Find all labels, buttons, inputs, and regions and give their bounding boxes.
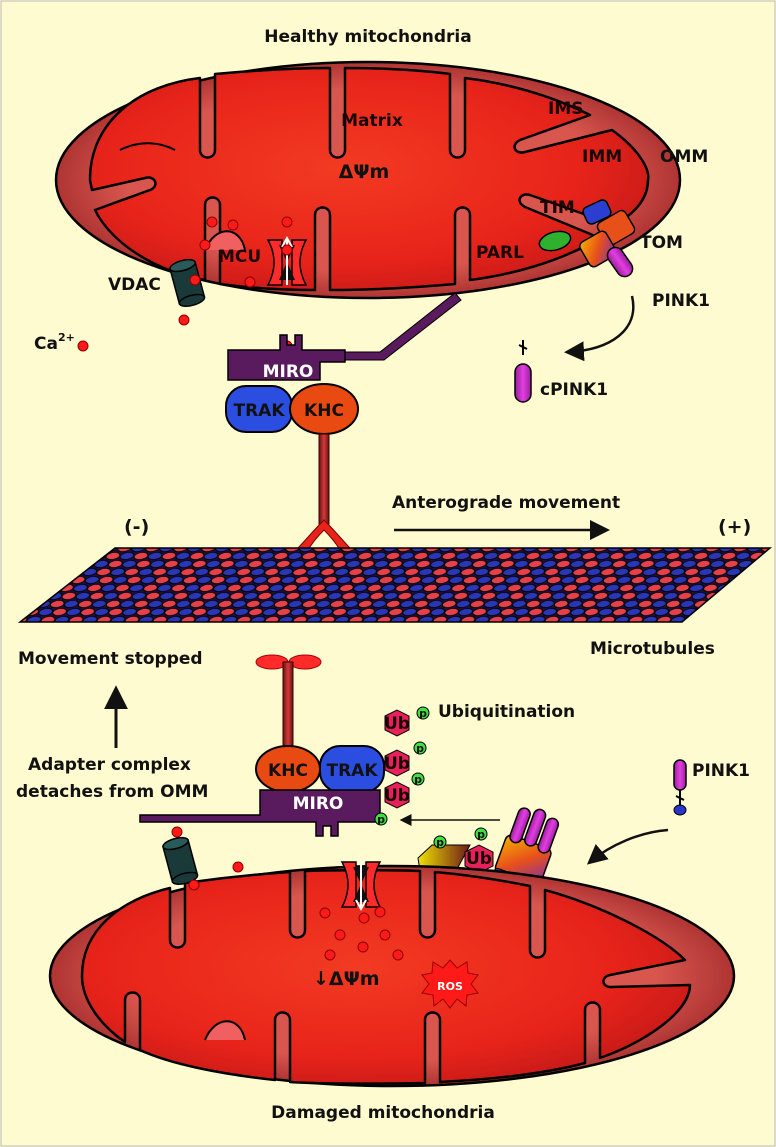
phospho-4: p (374, 812, 388, 826)
imm-label: IMM (582, 147, 622, 167)
adaptor-complex-top: MIRO TRAK KHC (225, 292, 462, 551)
svg-text:Ub: Ub (384, 754, 410, 774)
kinesin-head-detached (255, 654, 322, 747)
trak-top: TRAK (225, 385, 293, 433)
vdac-channel-damaged (162, 836, 199, 885)
svg-text:KHC: KHC (268, 761, 308, 781)
healthy-matrix-label: Matrix (341, 111, 403, 131)
pink1-recruitment-arrow (586, 828, 669, 865)
svg-text:MIRO: MIRO (263, 362, 314, 382)
svg-text:p: p (414, 773, 422, 786)
healthy-crista-left (119, 142, 176, 151)
phospho-6: p (474, 827, 488, 841)
svg-text:KHC: KHC (304, 401, 344, 421)
ros-label: ROS (437, 980, 463, 993)
pink1-protein-bottom (673, 759, 687, 816)
ub-3: Ub (384, 781, 410, 809)
low-potential-label: ↓ΔΨm (313, 968, 380, 990)
ubiquitination-label: Ubiquitination (438, 702, 575, 722)
damaged-crista-pocket (204, 1020, 246, 1041)
microtubules-label: Microtubules (590, 639, 715, 659)
khc-top: KHC (289, 383, 359, 435)
ub-2: Ub (384, 749, 410, 777)
minus-end-label: (-) (124, 516, 149, 538)
svg-text:MIRO: MIRO (293, 794, 344, 814)
healthy-potential-label: ΔΨm (339, 161, 390, 183)
tim-label: TIM (540, 198, 575, 218)
kinesin-stalk-top (318, 433, 330, 525)
microtubule (17, 547, 773, 623)
pink1-bottom-label: PINK1 (692, 761, 750, 781)
cpink1-protein (514, 340, 532, 403)
tom-label: TOM (640, 233, 683, 253)
healthy-title: Healthy mitochondria (264, 27, 471, 47)
tim-tom-complex (579, 199, 636, 278)
svg-text:Ub: Ub (384, 714, 410, 734)
svg-text:p: p (436, 836, 444, 849)
miro-bottom: MIRO (139, 789, 381, 837)
svg-text:p: p (416, 742, 424, 755)
ubiquitin-chain: Ub Ub Ub p p p p (374, 706, 430, 826)
phospho-3: p (411, 772, 425, 786)
phospho-1: p (416, 706, 430, 720)
miro-top: MIRO (227, 334, 346, 382)
svg-text:TRAK: TRAK (326, 761, 378, 781)
healthy-mitochondrion: Matrix ΔΨm IMS IMM OMM TIM TOM PARL MCU … (54, 60, 708, 307)
svg-text:TRAK: TRAK (233, 401, 285, 421)
khc-bottom: KHC (255, 745, 321, 793)
damaged-title: Damaged mitochondria (271, 1103, 495, 1123)
svg-text:p: p (477, 828, 485, 841)
ub-1: Ub (384, 709, 410, 737)
mcu-label: MCU (218, 247, 261, 267)
adaptor-complex-bottom: KHC TRAK MIRO (139, 654, 385, 837)
kinesin-motor-feet (296, 519, 352, 551)
anterograde-label: Anterograde movement (392, 493, 620, 513)
phospho-2: p (413, 741, 427, 755)
svg-text:Ub: Ub (384, 786, 410, 806)
vdac-label: VDAC (108, 275, 161, 295)
pink1-top-label: PINK1 (652, 291, 710, 311)
parl-label: PARL (476, 243, 524, 263)
parkin-ub: p Ub p (417, 827, 494, 874)
mcu-channel-damaged (340, 861, 382, 912)
movement-stopped-label: Movement stopped (18, 649, 203, 669)
parl-protein (538, 230, 572, 252)
detach-label-line2: detaches from OMM (16, 782, 208, 802)
ros-burst: ROS (421, 959, 479, 1009)
calcium-ions-healthy (178, 216, 293, 352)
omm-label: OMM (660, 147, 708, 167)
svg-text:p: p (419, 707, 427, 720)
plus-end-label: (+) (718, 516, 751, 538)
calcium-ions-damaged (171, 826, 404, 961)
ims-label: IMS (548, 99, 584, 119)
pink1-cleavage-arrow (564, 295, 635, 362)
damaged-mitochondrion: ↓ΔΨm ROS (48, 836, 736, 1088)
detach-label-line1: Adapter complex (28, 755, 191, 775)
calcium-icon (77, 340, 89, 352)
svg-text:Ub: Ub (466, 849, 492, 869)
cpink1-label: cPINK1 (540, 380, 608, 400)
phospho-5: p (433, 835, 447, 849)
vdac-channel (169, 258, 206, 307)
trak-bottom: TRAK (319, 745, 385, 793)
calcium-label: Ca2+ (34, 331, 75, 354)
svg-text:p: p (377, 813, 385, 826)
